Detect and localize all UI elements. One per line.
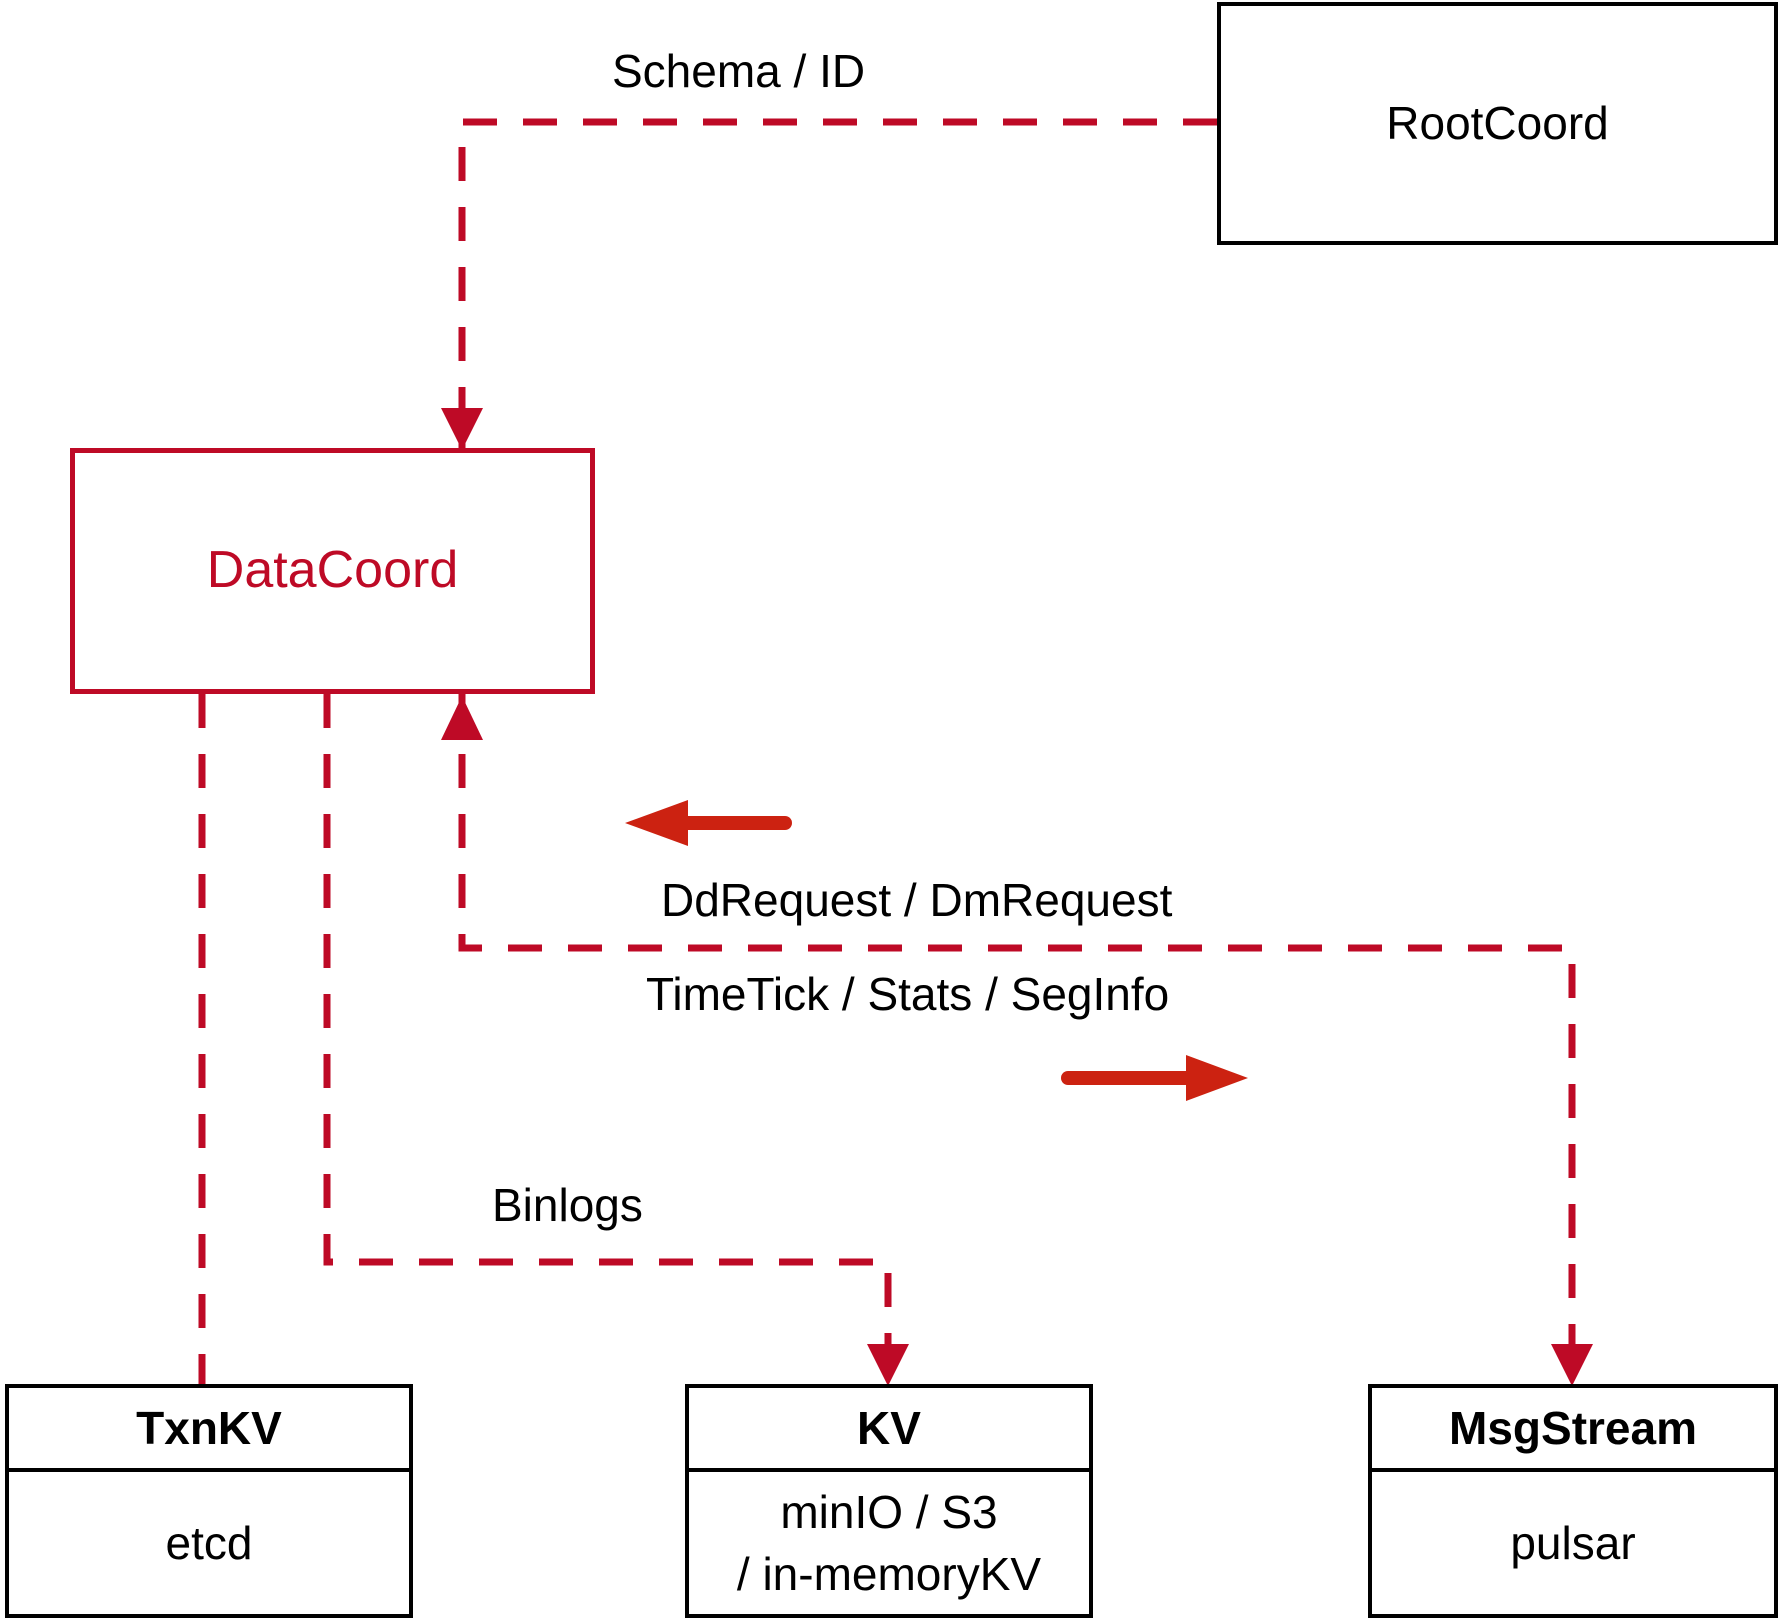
- edge-label-timetick-stats-seginfo: TimeTick / Stats / SegInfo: [646, 968, 1170, 1020]
- edge-rootcoord-to-datacoord: [441, 118, 1217, 450]
- edge-label-dd-dm-request: DdRequest / DmRequest: [661, 874, 1173, 926]
- node-txnkv-title: TxnKV: [136, 1401, 282, 1454]
- node-kv-header: KV: [689, 1388, 1089, 1468]
- node-kv-impl-1: minIO / S3: [780, 1485, 998, 1538]
- node-rootcoord[interactable]: RootCoord: [1217, 2, 1778, 245]
- node-txnkv-header: TxnKV: [9, 1388, 409, 1468]
- node-datacoord-label: DataCoord: [206, 541, 459, 600]
- node-msgstream-title: MsgStream: [1449, 1401, 1697, 1454]
- node-txnkv-body: etcd: [9, 1468, 409, 1614]
- arrowhead-into-datacoord-bottom: [441, 696, 483, 740]
- node-kv-body: minIO / S3 / in-memoryKV: [689, 1468, 1089, 1614]
- direction-arrow-right: [1061, 1055, 1248, 1101]
- node-msgstream[interactable]: MsgStream pulsar: [1368, 1384, 1778, 1618]
- node-txnkv[interactable]: TxnKV etcd: [5, 1384, 413, 1618]
- node-kv-impl-2: / in-memoryKV: [736, 1548, 1042, 1600]
- node-msgstream-impl: pulsar: [1510, 1516, 1636, 1569]
- node-kv[interactable]: KV minIO / S3 / in-memoryKV: [685, 1384, 1093, 1618]
- edge-label-binlogs: Binlogs: [492, 1179, 643, 1231]
- node-msgstream-header: MsgStream: [1372, 1388, 1774, 1468]
- edge-datacoord-to-kv: [323, 694, 909, 1386]
- node-msgstream-body: pulsar: [1372, 1468, 1774, 1614]
- node-txnkv-impl: etcd: [165, 1516, 253, 1569]
- node-rootcoord-label: RootCoord: [1386, 97, 1609, 150]
- node-datacoord[interactable]: DataCoord: [70, 448, 595, 694]
- edge-label-schema-id: Schema / ID: [612, 45, 866, 97]
- node-kv-title: KV: [857, 1401, 921, 1454]
- edge-datacoord-to-msgstream: [458, 694, 1593, 1386]
- direction-arrow-left: [625, 800, 792, 846]
